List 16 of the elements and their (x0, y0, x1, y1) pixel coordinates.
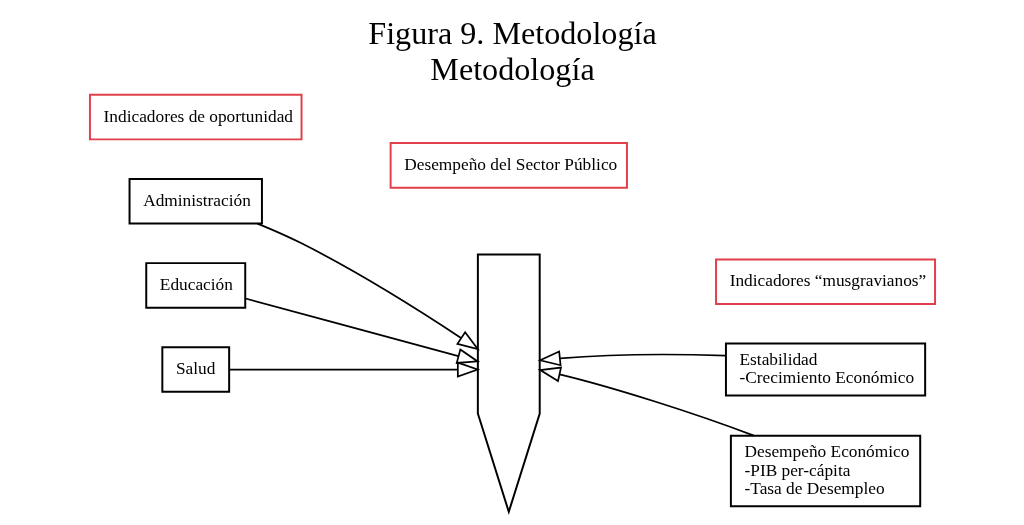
node-box: Desempeño Económico -PIB per-cápita -Tasa de Desempleo (729, 434, 921, 508)
arrow (537, 366, 755, 437)
node-box: Desempeño del Sector Público (389, 142, 628, 189)
node-box: Administración (128, 178, 263, 225)
arrow (256, 222, 480, 351)
arrow (537, 350, 727, 367)
node-box: Indicadores de oportunidad (88, 93, 302, 141)
caption: Figura 9. Metodología (367, 14, 657, 51)
arrow (244, 297, 480, 364)
node-box: Salud (160, 346, 230, 393)
arrow (228, 361, 480, 378)
node-box: Indicadores “musgravianos” (714, 258, 936, 305)
node-box: Estabilidad -Crecimiento Económico (724, 342, 926, 397)
node-arrow (476, 253, 541, 516)
diagram-title: Metodología (429, 50, 595, 87)
node-box: Educación (144, 262, 246, 309)
